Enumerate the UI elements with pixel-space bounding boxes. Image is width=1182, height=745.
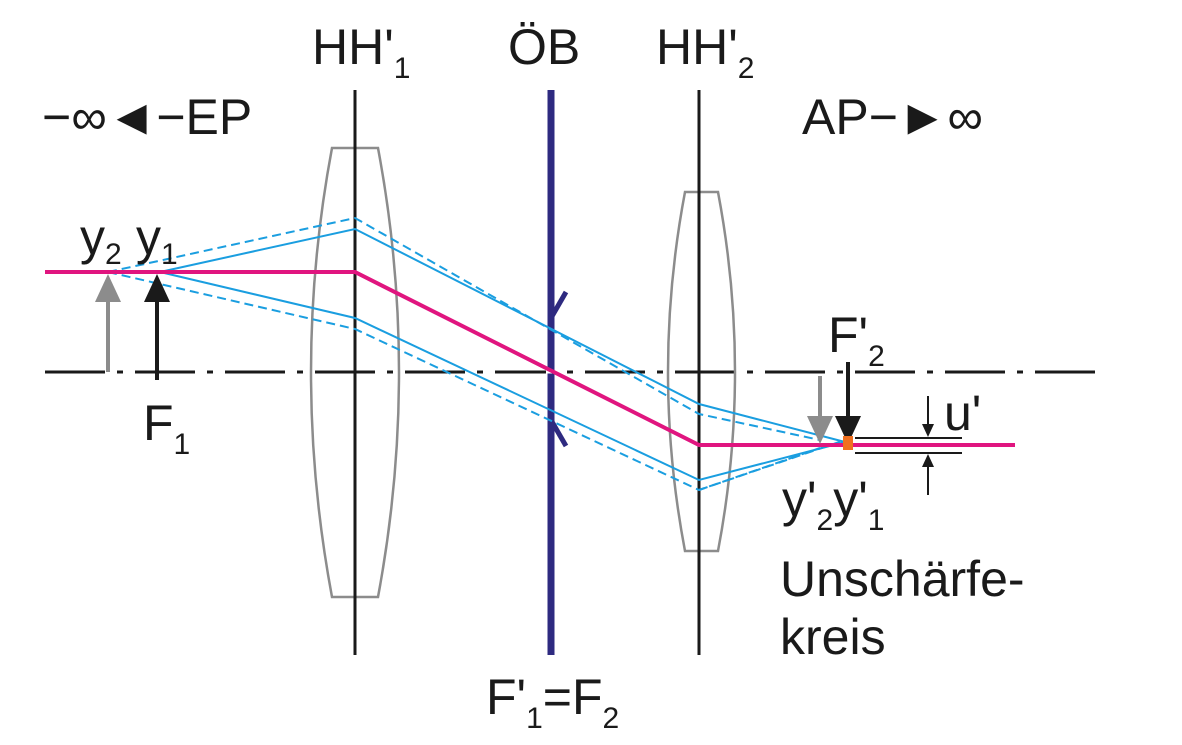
label-ep-text: −∞◄−EP [42,89,253,145]
aperture-stop-edge-lower [548,418,569,448]
label-hh1: HH'1 [312,19,410,84]
marginal-ray-cross-dashed [698,439,846,491]
marginal-ray-upper [159,227,846,443]
label-y2-sub: 2 [105,238,122,271]
label-y1p-main: y' [833,471,868,527]
label-ob-text: ÖB [508,19,581,75]
blur-spot [843,436,853,450]
label-y1p-sub: 1 [867,504,885,537]
label-focus-equation: F'1=F2 [486,669,619,734]
aperture-stop-edge-upper [548,290,569,320]
label-f2-prime: F'2 [828,307,885,372]
label-blur-line2: kreis [780,609,886,665]
label-blur-line1: Unschärfe- [780,551,1025,607]
label-hh2: HH'2 [656,19,754,84]
u-dim-arrowhead-bottom [922,454,934,467]
label-blur-circle: Unschärfe- kreis [780,550,1025,666]
label-entrance-pupil: −∞◄−EP [42,92,252,142]
label-y2p-sub: 2 [816,504,834,537]
label-y-primes: y'2y'1 [782,471,884,536]
marginal-ray-upper-dashed [107,216,821,441]
label-f1-sub: 1 [173,428,191,461]
lens-1 [309,146,401,599]
label-y1-sub: 1 [161,238,178,271]
label-focus-mid: =F [542,669,603,725]
label-focus-a: F' [486,669,527,725]
u-dim-arrowhead-top [922,424,934,437]
image-y2-arrowhead [807,416,833,444]
object-y1-arrowhead [144,274,170,302]
chief-ray [45,270,1015,447]
label-y2-main: y [80,209,105,265]
label-ob: ÖB [508,22,580,72]
label-y2: y2 [80,209,122,270]
label-f1: F1 [143,395,190,460]
label-hh2-sub: 2 [737,52,755,85]
marginal-ray-lower-dashed [107,271,821,492]
label-hh1-main: HH' [312,19,394,75]
label-y1: y1 [136,209,178,270]
label-f1-main: F [143,395,174,451]
label-ap-text: AP−►∞ [802,89,984,145]
label-hh1-sub: 1 [393,52,411,85]
label-hh2-main: HH' [656,19,738,75]
label-f2p-main: F' [828,307,869,363]
label-exit-pupil: AP−►∞ [802,92,983,142]
label-focus-a-sub: 1 [526,702,543,735]
label-u-prime: u' [944,388,981,438]
label-u-prime-text: u' [944,385,982,441]
label-y1-main: y [136,209,161,265]
label-y2p-main: y' [782,471,817,527]
label-focus-b-sub: 2 [602,702,620,735]
image-y1-arrowhead [835,416,861,444]
object-y2-arrowhead [95,274,121,302]
marginal-ray-lower [159,271,846,482]
label-f2p-sub: 2 [868,340,885,373]
lens-2 [666,190,737,553]
